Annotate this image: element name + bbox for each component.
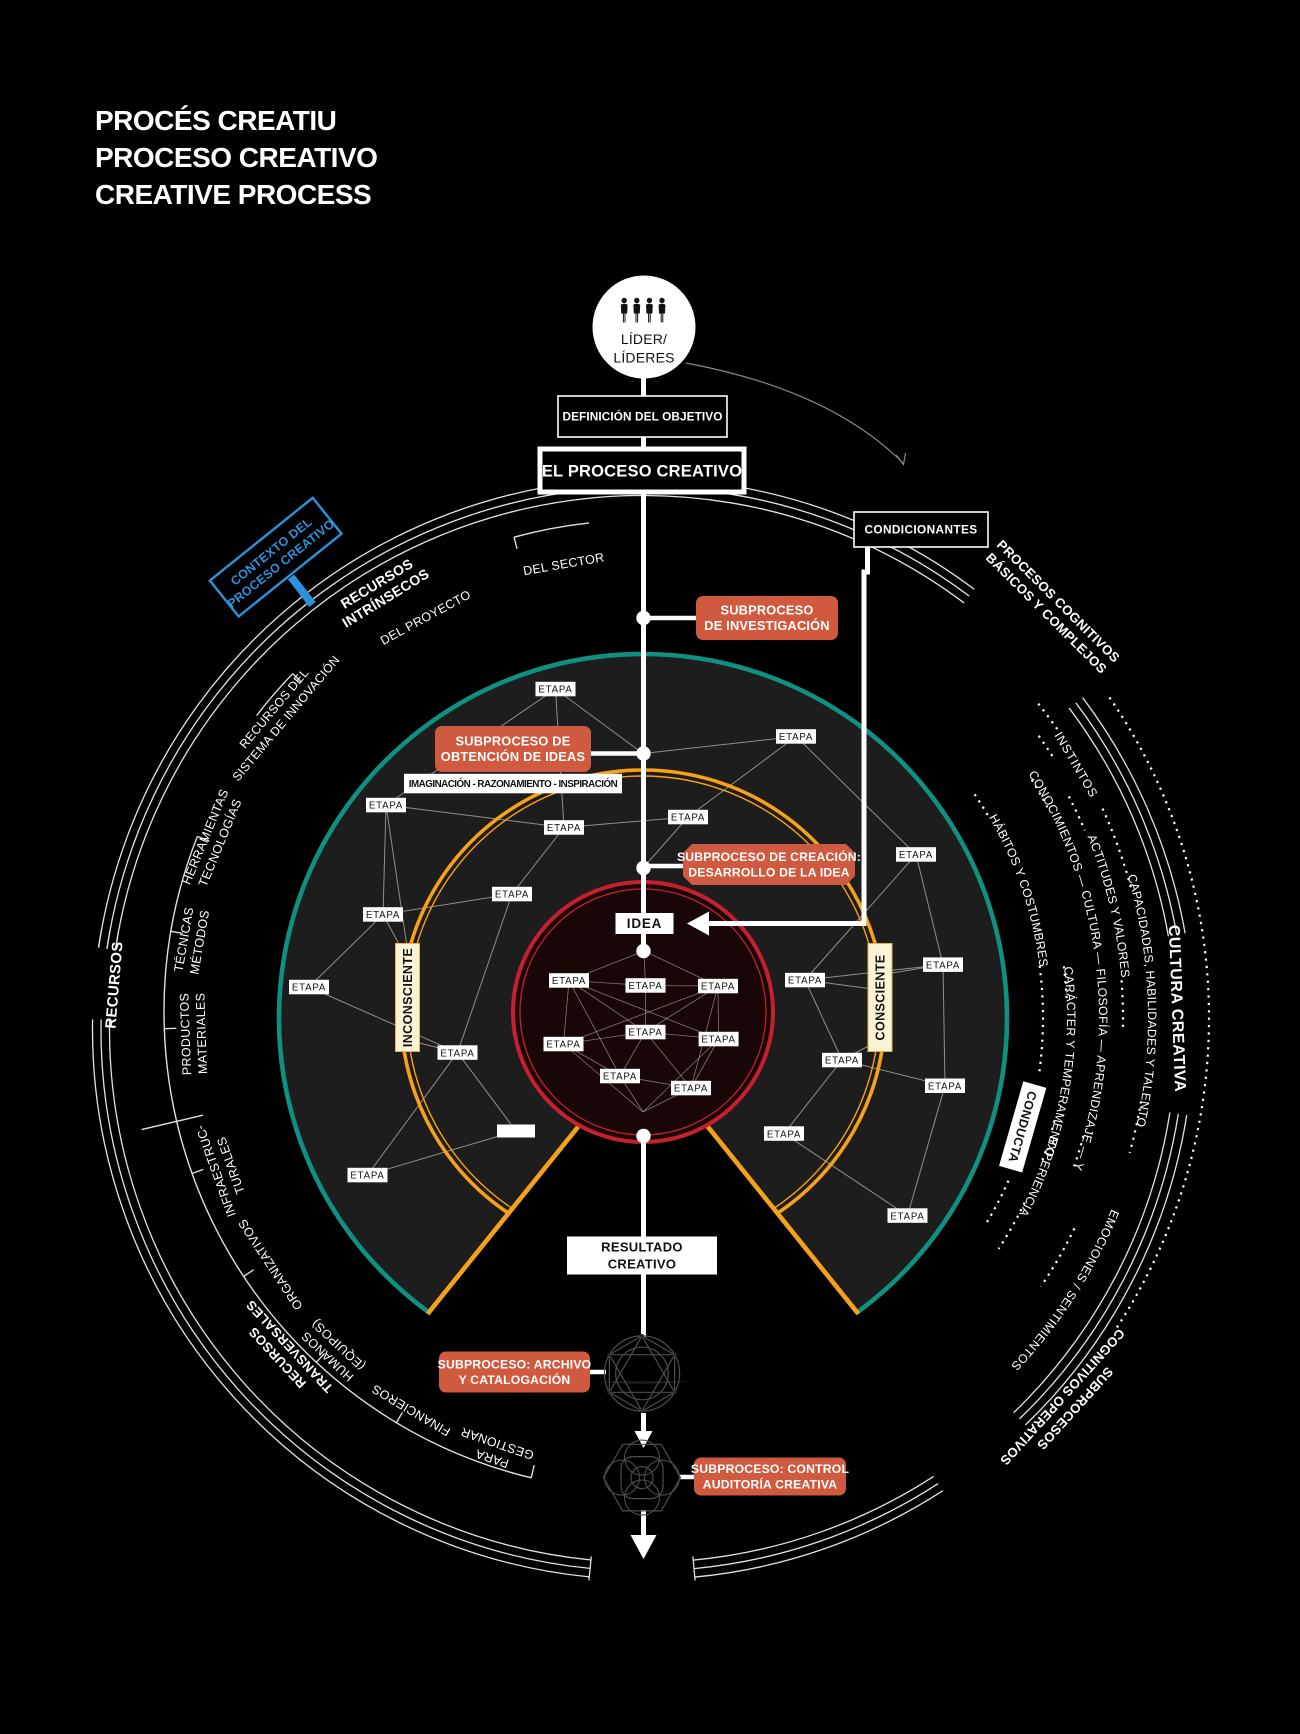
svg-text:ETAPA: ETAPA	[546, 1040, 580, 1051]
svg-text:ETAPA: ETAPA	[928, 1081, 962, 1092]
svg-text:IDEA: IDEA	[627, 916, 662, 931]
svg-text:ETAPA: ETAPA	[779, 732, 813, 743]
svg-text:CREATIVO: CREATIVO	[608, 1257, 677, 1272]
svg-text:LÍDER/: LÍDER/	[621, 331, 667, 347]
svg-text:DE INVESTIGACIÓN: DE INVESTIGACIÓN	[704, 618, 830, 633]
svg-text:LÍDERES: LÍDERES	[613, 350, 674, 366]
svg-text:ETAPA: ETAPA	[628, 1028, 662, 1039]
svg-text:CONDICIONANTES: CONDICIONANTES	[864, 523, 977, 537]
svg-text:EL PROCESO CREATIVO: EL PROCESO CREATIVO	[542, 462, 742, 480]
svg-text:ETAPA: ETAPA	[628, 981, 662, 992]
svg-text:ETAPA: ETAPA	[899, 850, 933, 861]
svg-text:ETAPA: ETAPA	[603, 1072, 637, 1083]
svg-text:ETAPA: ETAPA	[369, 801, 403, 812]
svg-text:ETAPA: ETAPA	[701, 1035, 735, 1046]
svg-text:CULTURA CREATIVA: CULTURA CREATIVA	[1165, 925, 1188, 1093]
svg-text:MATERIALES: MATERIALES	[193, 993, 210, 1075]
svg-text:ETAPA: ETAPA	[547, 823, 581, 834]
svg-text:SUBPROCESO DE: SUBPROCESO DE	[456, 734, 571, 749]
svg-text:ETAPA: ETAPA	[701, 982, 735, 993]
svg-text:ETAPA: ETAPA	[292, 983, 326, 994]
svg-text:Y CATALOGACIÓN: Y CATALOGACIÓN	[459, 1372, 571, 1387]
svg-text:CREATIVE PROCESS: CREATIVE PROCESS	[95, 179, 371, 210]
svg-text:ETAPA: ETAPA	[674, 1084, 708, 1095]
svg-text:INCONSCIENTE: INCONSCIENTE	[401, 948, 415, 1047]
svg-text:AUDITORÍA CREATIVA: AUDITORÍA CREATIVA	[703, 1477, 838, 1492]
svg-text:DEFINICIÓN DEL OBJETIVO: DEFINICIÓN DEL OBJETIVO	[562, 410, 722, 424]
svg-text:ETAPA: ETAPA	[890, 1211, 924, 1222]
svg-text:RESULTADO: RESULTADO	[601, 1240, 683, 1255]
svg-text:DESARROLLO DE LA IDEA: DESARROLLO DE LA IDEA	[688, 866, 850, 880]
svg-text:ETAPA: ETAPA	[552, 976, 586, 987]
svg-text:ETAPA: ETAPA	[671, 813, 705, 824]
svg-text:ETAPA: ETAPA	[366, 910, 400, 921]
svg-text:ETAPA: ETAPA	[440, 1048, 474, 1059]
svg-text:ETAPA: ETAPA	[538, 685, 572, 696]
svg-text:IMAGINACIÓN - RAZONAMIENTO - I: IMAGINACIÓN - RAZONAMIENTO - INSPIRACIÓN	[409, 778, 618, 790]
svg-text:CONSCIENTE: CONSCIENTE	[874, 955, 888, 1041]
svg-text:SUBPROCESO: CONTROL: SUBPROCESO: CONTROL	[691, 1462, 850, 1476]
svg-text:SUBPROCESO: ARCHIVO: SUBPROCESO: ARCHIVO	[438, 1358, 592, 1372]
svg-text:PROCÉS CREATIU: PROCÉS CREATIU	[95, 105, 336, 136]
svg-text:ETAPA: ETAPA	[495, 890, 529, 901]
svg-text:PRODUCTOS: PRODUCTOS	[177, 993, 194, 1076]
svg-text:ETAPA: ETAPA	[926, 960, 960, 971]
svg-text:ETAPA: ETAPA	[350, 1171, 384, 1182]
svg-text:Y: Y	[1045, 1136, 1061, 1148]
svg-text:OBTENCIÓN DE IDEAS: OBTENCIÓN DE IDEAS	[441, 749, 586, 764]
svg-text:SUBPROCESO: SUBPROCESO	[720, 603, 813, 618]
svg-text:ETAPA: ETAPA	[825, 1056, 859, 1067]
svg-text:ETAPA: ETAPA	[788, 976, 822, 987]
svg-text:PROCESO CREATIVO: PROCESO CREATIVO	[95, 142, 377, 173]
svg-text:ETAPA: ETAPA	[767, 1129, 801, 1140]
svg-text:SUBPROCESO DE CREACIÓN:: SUBPROCESO DE CREACIÓN:	[677, 849, 861, 864]
